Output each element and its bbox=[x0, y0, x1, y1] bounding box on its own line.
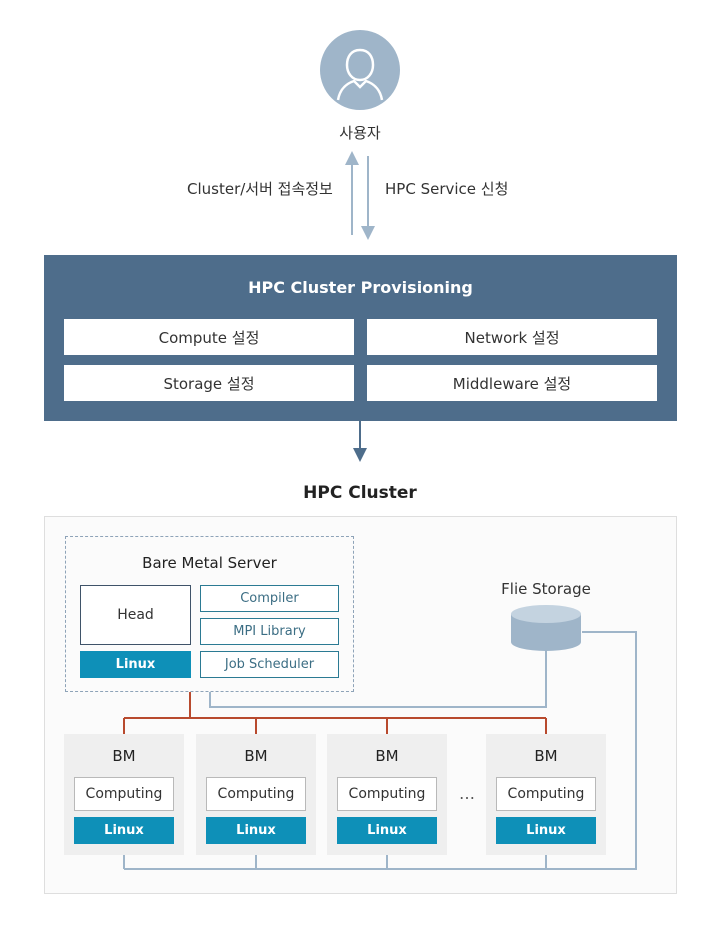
computing-box: Computing bbox=[206, 777, 306, 811]
middleware-config-box: Middleware 설정 bbox=[367, 365, 657, 401]
computing-box: Computing bbox=[496, 777, 596, 811]
provisioning-panel: HPC Cluster Provisioning Compute 설정 Netw… bbox=[44, 255, 677, 421]
more-nodes-ellipsis: … bbox=[459, 783, 475, 803]
head-linux-badge: Linux bbox=[80, 651, 191, 678]
bm-node-3: BM Computing Linux bbox=[327, 734, 447, 855]
user-avatar-icon bbox=[320, 30, 400, 110]
connection-info-label: Cluster/서버 접속정보 bbox=[187, 180, 333, 198]
bare-metal-server-frame: Bare Metal Server Head Linux Compiler MP… bbox=[65, 536, 354, 692]
network-config-box: Network 설정 bbox=[367, 319, 657, 355]
user-avatar bbox=[320, 30, 400, 110]
bm-node-2: BM Computing Linux bbox=[196, 734, 316, 855]
bm-node-title: BM bbox=[534, 747, 558, 765]
service-request-label: HPC Service 신청 bbox=[385, 180, 509, 198]
linux-badge: Linux bbox=[337, 817, 437, 844]
mpi-library-box: MPI Library bbox=[200, 618, 339, 645]
file-storage-label: Flie Storage bbox=[501, 580, 591, 598]
provisioning-title: HPC Cluster Provisioning bbox=[248, 277, 473, 297]
linux-badge: Linux bbox=[496, 817, 596, 844]
bare-metal-server-title: Bare Metal Server bbox=[142, 554, 277, 572]
compute-config-box: Compute 설정 bbox=[64, 319, 354, 355]
storage-config-box: Storage 설정 bbox=[64, 365, 354, 401]
linux-badge: Linux bbox=[74, 817, 174, 844]
head-node-box: Head bbox=[80, 585, 191, 645]
user-label: 사용자 bbox=[339, 123, 381, 142]
bm-node-title: BM bbox=[244, 747, 268, 765]
linux-badge: Linux bbox=[206, 817, 306, 844]
cluster-title: HPC Cluster bbox=[303, 483, 417, 503]
file-storage bbox=[510, 604, 582, 652]
job-scheduler-box: Job Scheduler bbox=[200, 651, 339, 678]
compiler-box: Compiler bbox=[200, 585, 339, 612]
bm-node-1: BM Computing Linux bbox=[64, 734, 184, 855]
computing-box: Computing bbox=[74, 777, 174, 811]
computing-box: Computing bbox=[337, 777, 437, 811]
bm-node-4: BM Computing Linux bbox=[486, 734, 606, 855]
bm-node-title: BM bbox=[375, 747, 399, 765]
bm-node-title: BM bbox=[112, 747, 136, 765]
storage-cylinder-icon bbox=[511, 605, 581, 651]
